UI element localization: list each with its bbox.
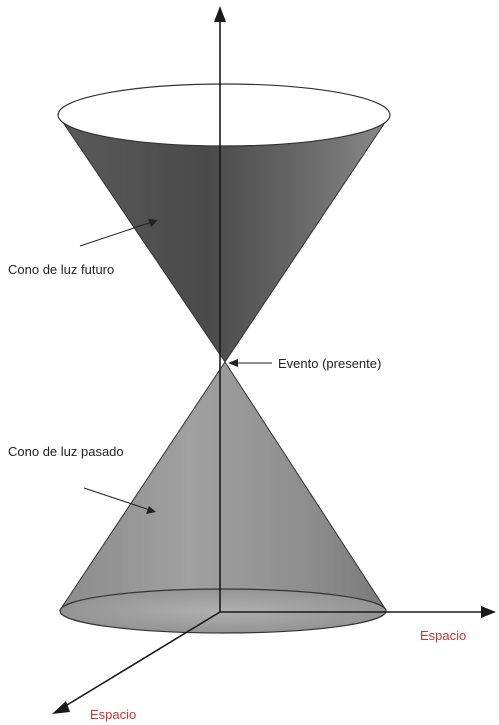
- time-axis-arrowhead: [214, 6, 226, 22]
- event-label: Evento (presente): [278, 357, 381, 370]
- future-cone-surface: [58, 115, 390, 362]
- past-cone-surface: [60, 362, 386, 610]
- future-cone-label: Cono de luz futuro: [8, 263, 114, 276]
- space-axis-right-label: Espacio: [420, 629, 466, 642]
- space-axis-front-arrowhead: [52, 701, 70, 714]
- space-axis-right-arrowhead: [481, 606, 496, 618]
- past-cone-label: Cono de luz pasado: [8, 445, 124, 458]
- future-cone-rim: [58, 84, 390, 146]
- event-leader-arrowhead: [228, 359, 238, 367]
- space-axis-front-label: Espacio: [90, 708, 136, 721]
- past-cone-base: [60, 589, 386, 633]
